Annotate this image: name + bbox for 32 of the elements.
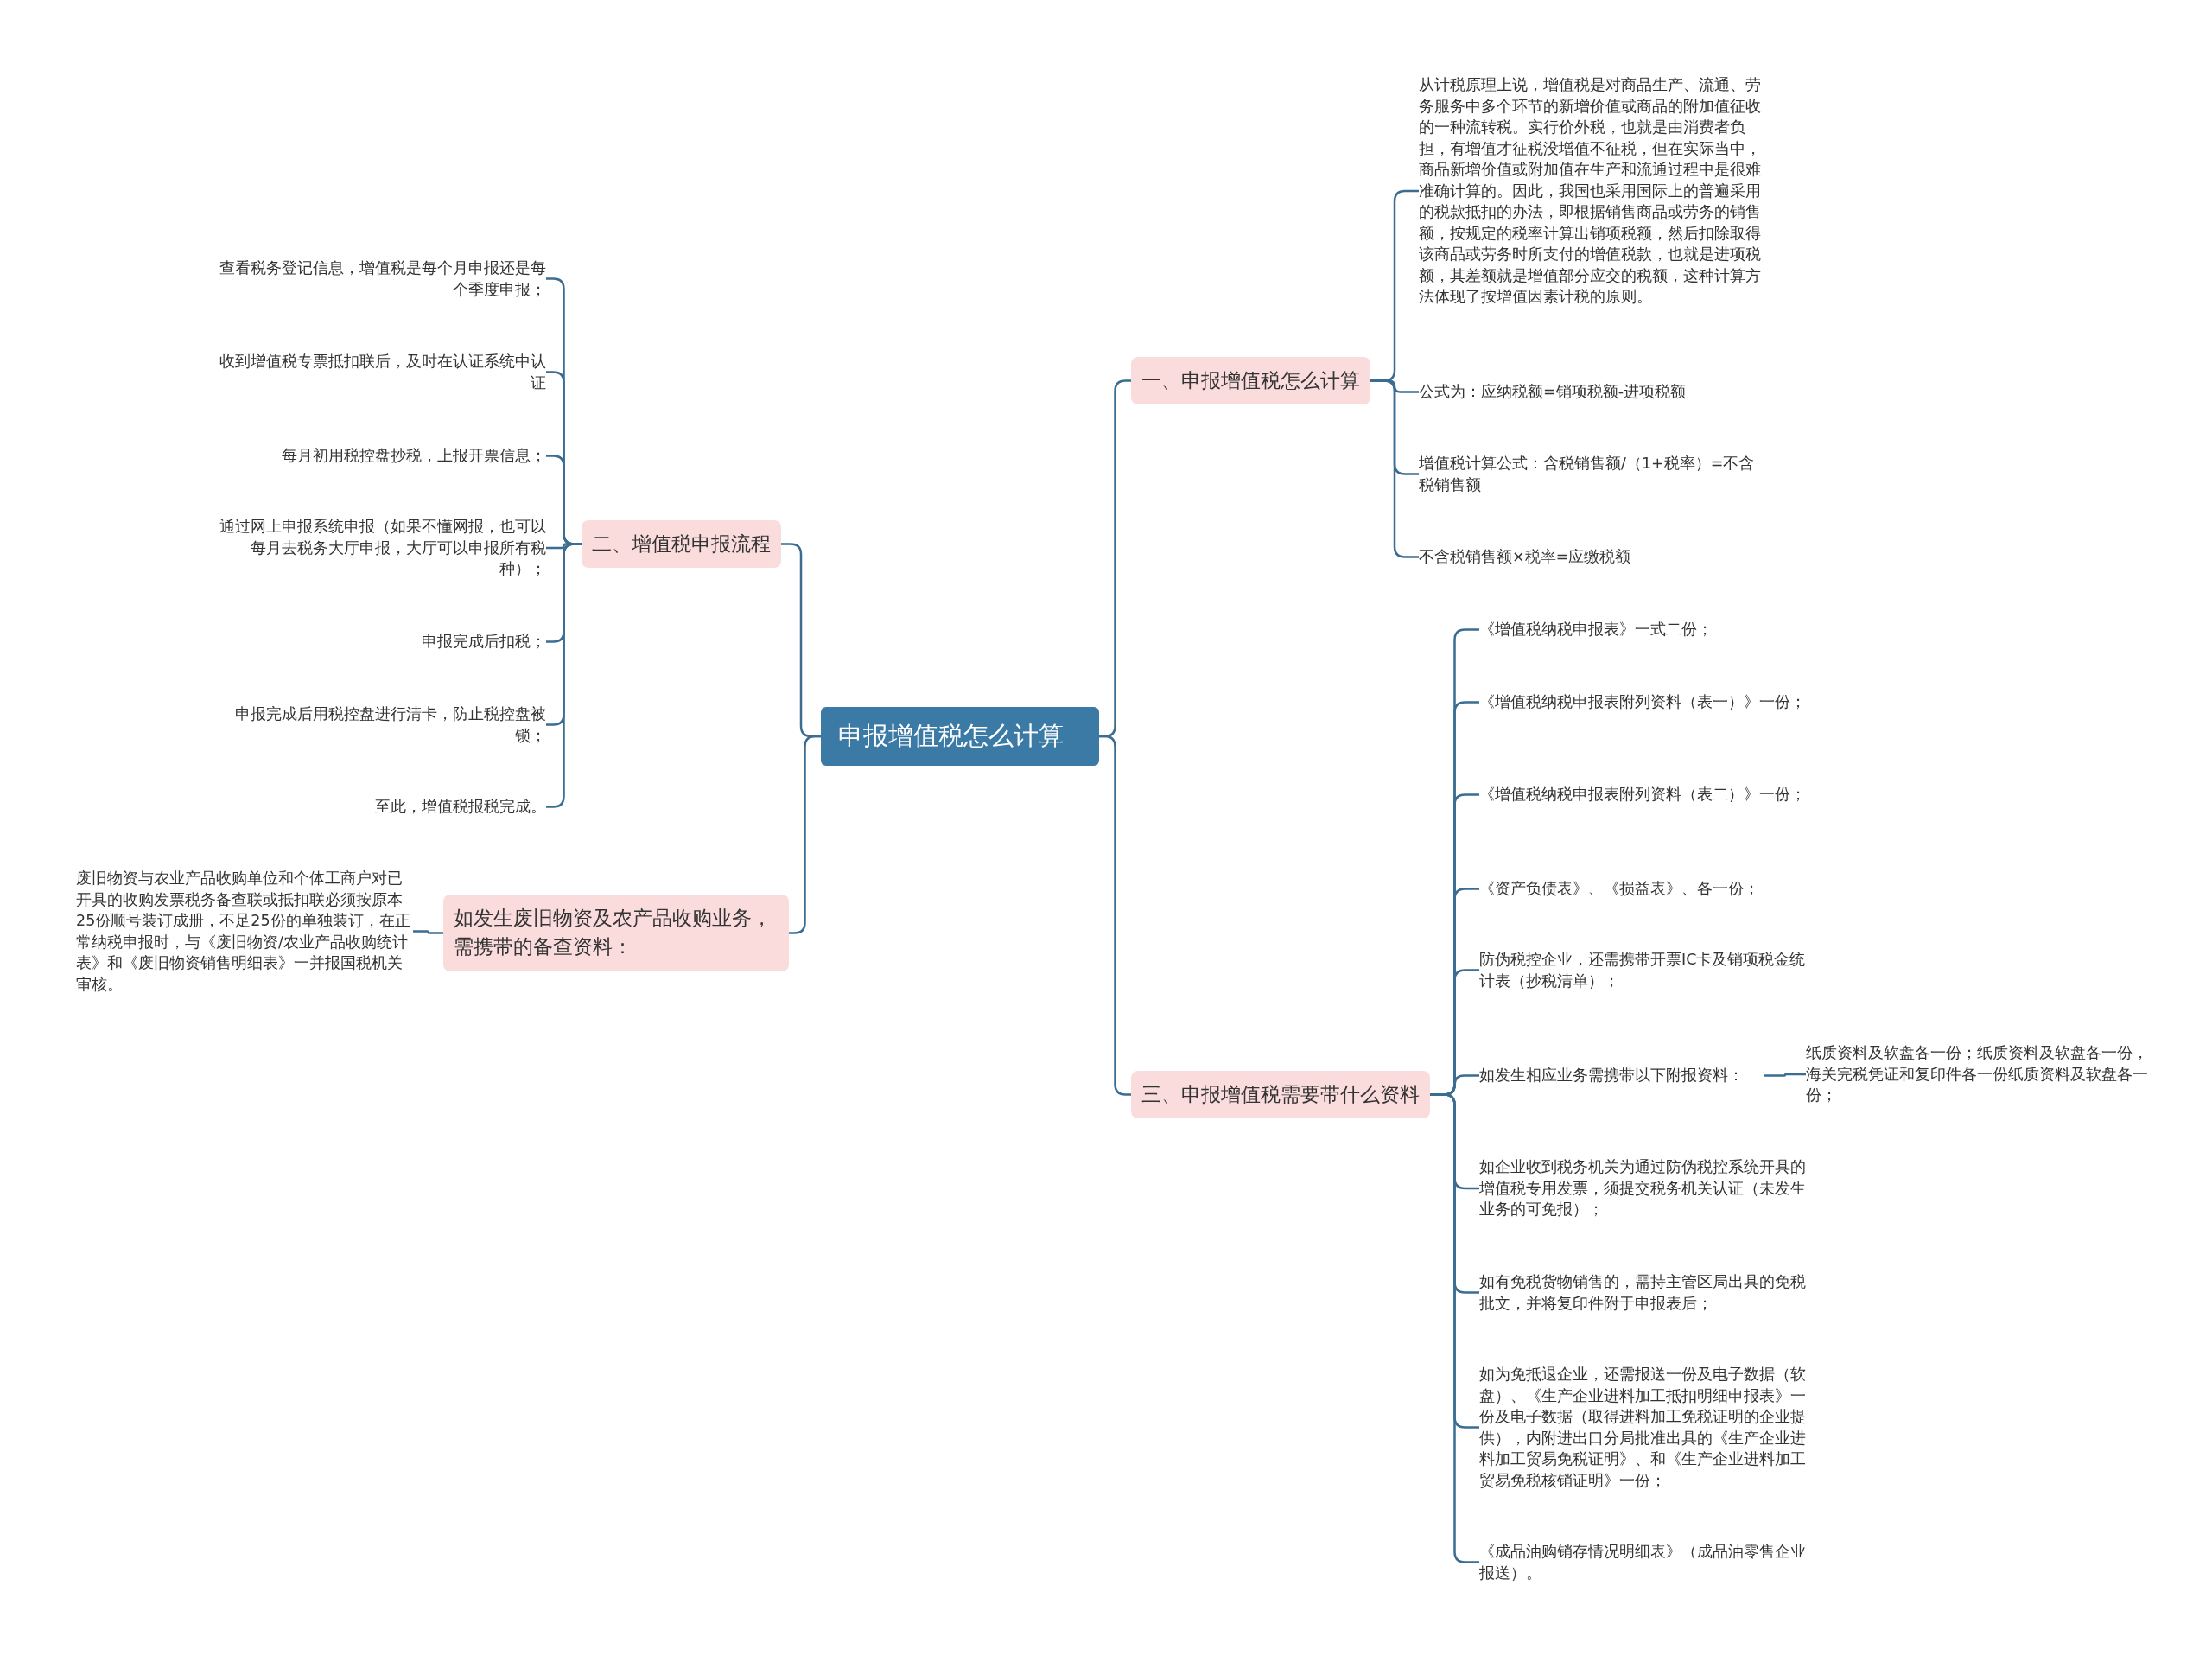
connector-line	[413, 930, 443, 934]
topic-text: 至此，增值税报税完成。	[207, 796, 546, 818]
topic-text: 收到增值税专票抵扣联后，及时在认证系统中认证	[207, 351, 546, 393]
topic-box: 一、申报增值税怎么计算	[1131, 357, 1370, 405]
connector-line	[1099, 735, 1131, 1096]
topic-text: 纸质资料及软盘各一份；纸质资料及软盘各一份，海关完税凭证和复印件各一份纸质资料及软盘各一份；	[1806, 1042, 2152, 1106]
topic-text: 增值税计算公式：含税销售额/（1+税率）=不含税销售额	[1419, 453, 1764, 495]
topic-text: 不含税销售额×税率=应缴税额	[1419, 546, 1764, 568]
topic-text: 《资产负债表》、《损益表》、各一份；	[1479, 878, 1818, 900]
topic-text: 申报完成后扣税；	[207, 631, 546, 653]
topic-text: 从计税原理上说，增值税是对商品生产、流通、劳务服务中多个环节的新增价值或商品的附加值征收的一种流转税。实行价外税，也就是由消费者负担，有增值才征税没增值不征税，但在实际当中，商品新增价值或附加值在生产和流通过程中是很难准确计算的。因此，我国也采用国际上的普遍采用的税款抵扣的办法，即根据销售商品或劳务的销售额，按规定的税率计算出销项税额，然后扣除取得该商品或劳务时所支付的增值税款，也就是进项税额，其差额就是增值部分应交的税额，这种计算方法体现了按增值因素计税的原则。	[1419, 74, 1764, 308]
topic-text: 每月初用税控盘抄税，上报开票信息；	[207, 445, 546, 467]
central-topic-box: 申报增值税怎么计算	[821, 707, 1099, 766]
topic-text: 废旧物资与农业产品收购单位和个体工商户对已开具的收购发票税务备查联或抵扣联必须按原本25份顺号装订成册，不足25份的单独装订，在正常纳税申报时，与《废旧物资/农业产品收购统计表》和《废旧物资销售明细表》一并报国税机关审核。	[76, 868, 413, 995]
topic-text: 通过网上申报系统申报（如果不懂网报，也可以每月去税务大厅申报，大厅可以申报所有税种）；	[207, 516, 546, 580]
topic-text: 《增值税纳税申报表附列资料（表一）》一份；	[1479, 691, 1818, 713]
topic-text: 查看税务登记信息，增值税是每个月申报还是每个季度申报；	[207, 258, 546, 300]
connector-line	[1764, 1073, 1806, 1077]
topic-text: 申报完成后用税控盘进行清卡，防止税控盘被锁；	[207, 704, 546, 746]
connector-line	[789, 735, 821, 934]
topic-text: 公式为：应纳税额=销项税额-进项税额	[1419, 381, 1764, 403]
topic-box: 三、申报增值税需要带什么资料	[1131, 1071, 1430, 1119]
topic-text: 防伪税控企业，还需携带开票IC卡及销项税金统计表（抄税清单）；	[1479, 949, 1818, 991]
topic-text: 如为免抵退企业，还需报送一份及电子数据（软盘）、《生产企业进料加工抵扣明细申报表》一份及电子数据（取得进料加工免税证明的企业提供），内附进出口分局批准出具的《生产企业进料加工贸易免税证明》、和《生产企业进料加工贸易免税核销证明》一份；	[1479, 1364, 1818, 1491]
topic-text: 如有免税货物销售的，需持主管区局出具的免税批文，并将复印件附于申报表后；	[1479, 1271, 1818, 1314]
topic-text: 如企业收到税务机关为通过防伪税控系统开具的增值税专用发票，须提交税务机关认证（未发生业务的可免报）；	[1479, 1156, 1818, 1220]
topic-text: 如发生相应业务需携带以下附报资料：	[1479, 1065, 1764, 1086]
topic-box: 如发生废旧物资及农产品收购业务，需携带的备查资料：	[443, 895, 789, 971]
topic-text: 《增值税纳税申报表附列资料（表二）》一份；	[1479, 784, 1818, 806]
topic-text: 《增值税纳税申报表》一式二份；	[1479, 619, 1818, 640]
topic-box: 二、增值税申报流程	[582, 520, 781, 569]
topic-text: 《成品油购销存情况明细表》（成品油零售企业报送）。	[1479, 1541, 1818, 1583]
